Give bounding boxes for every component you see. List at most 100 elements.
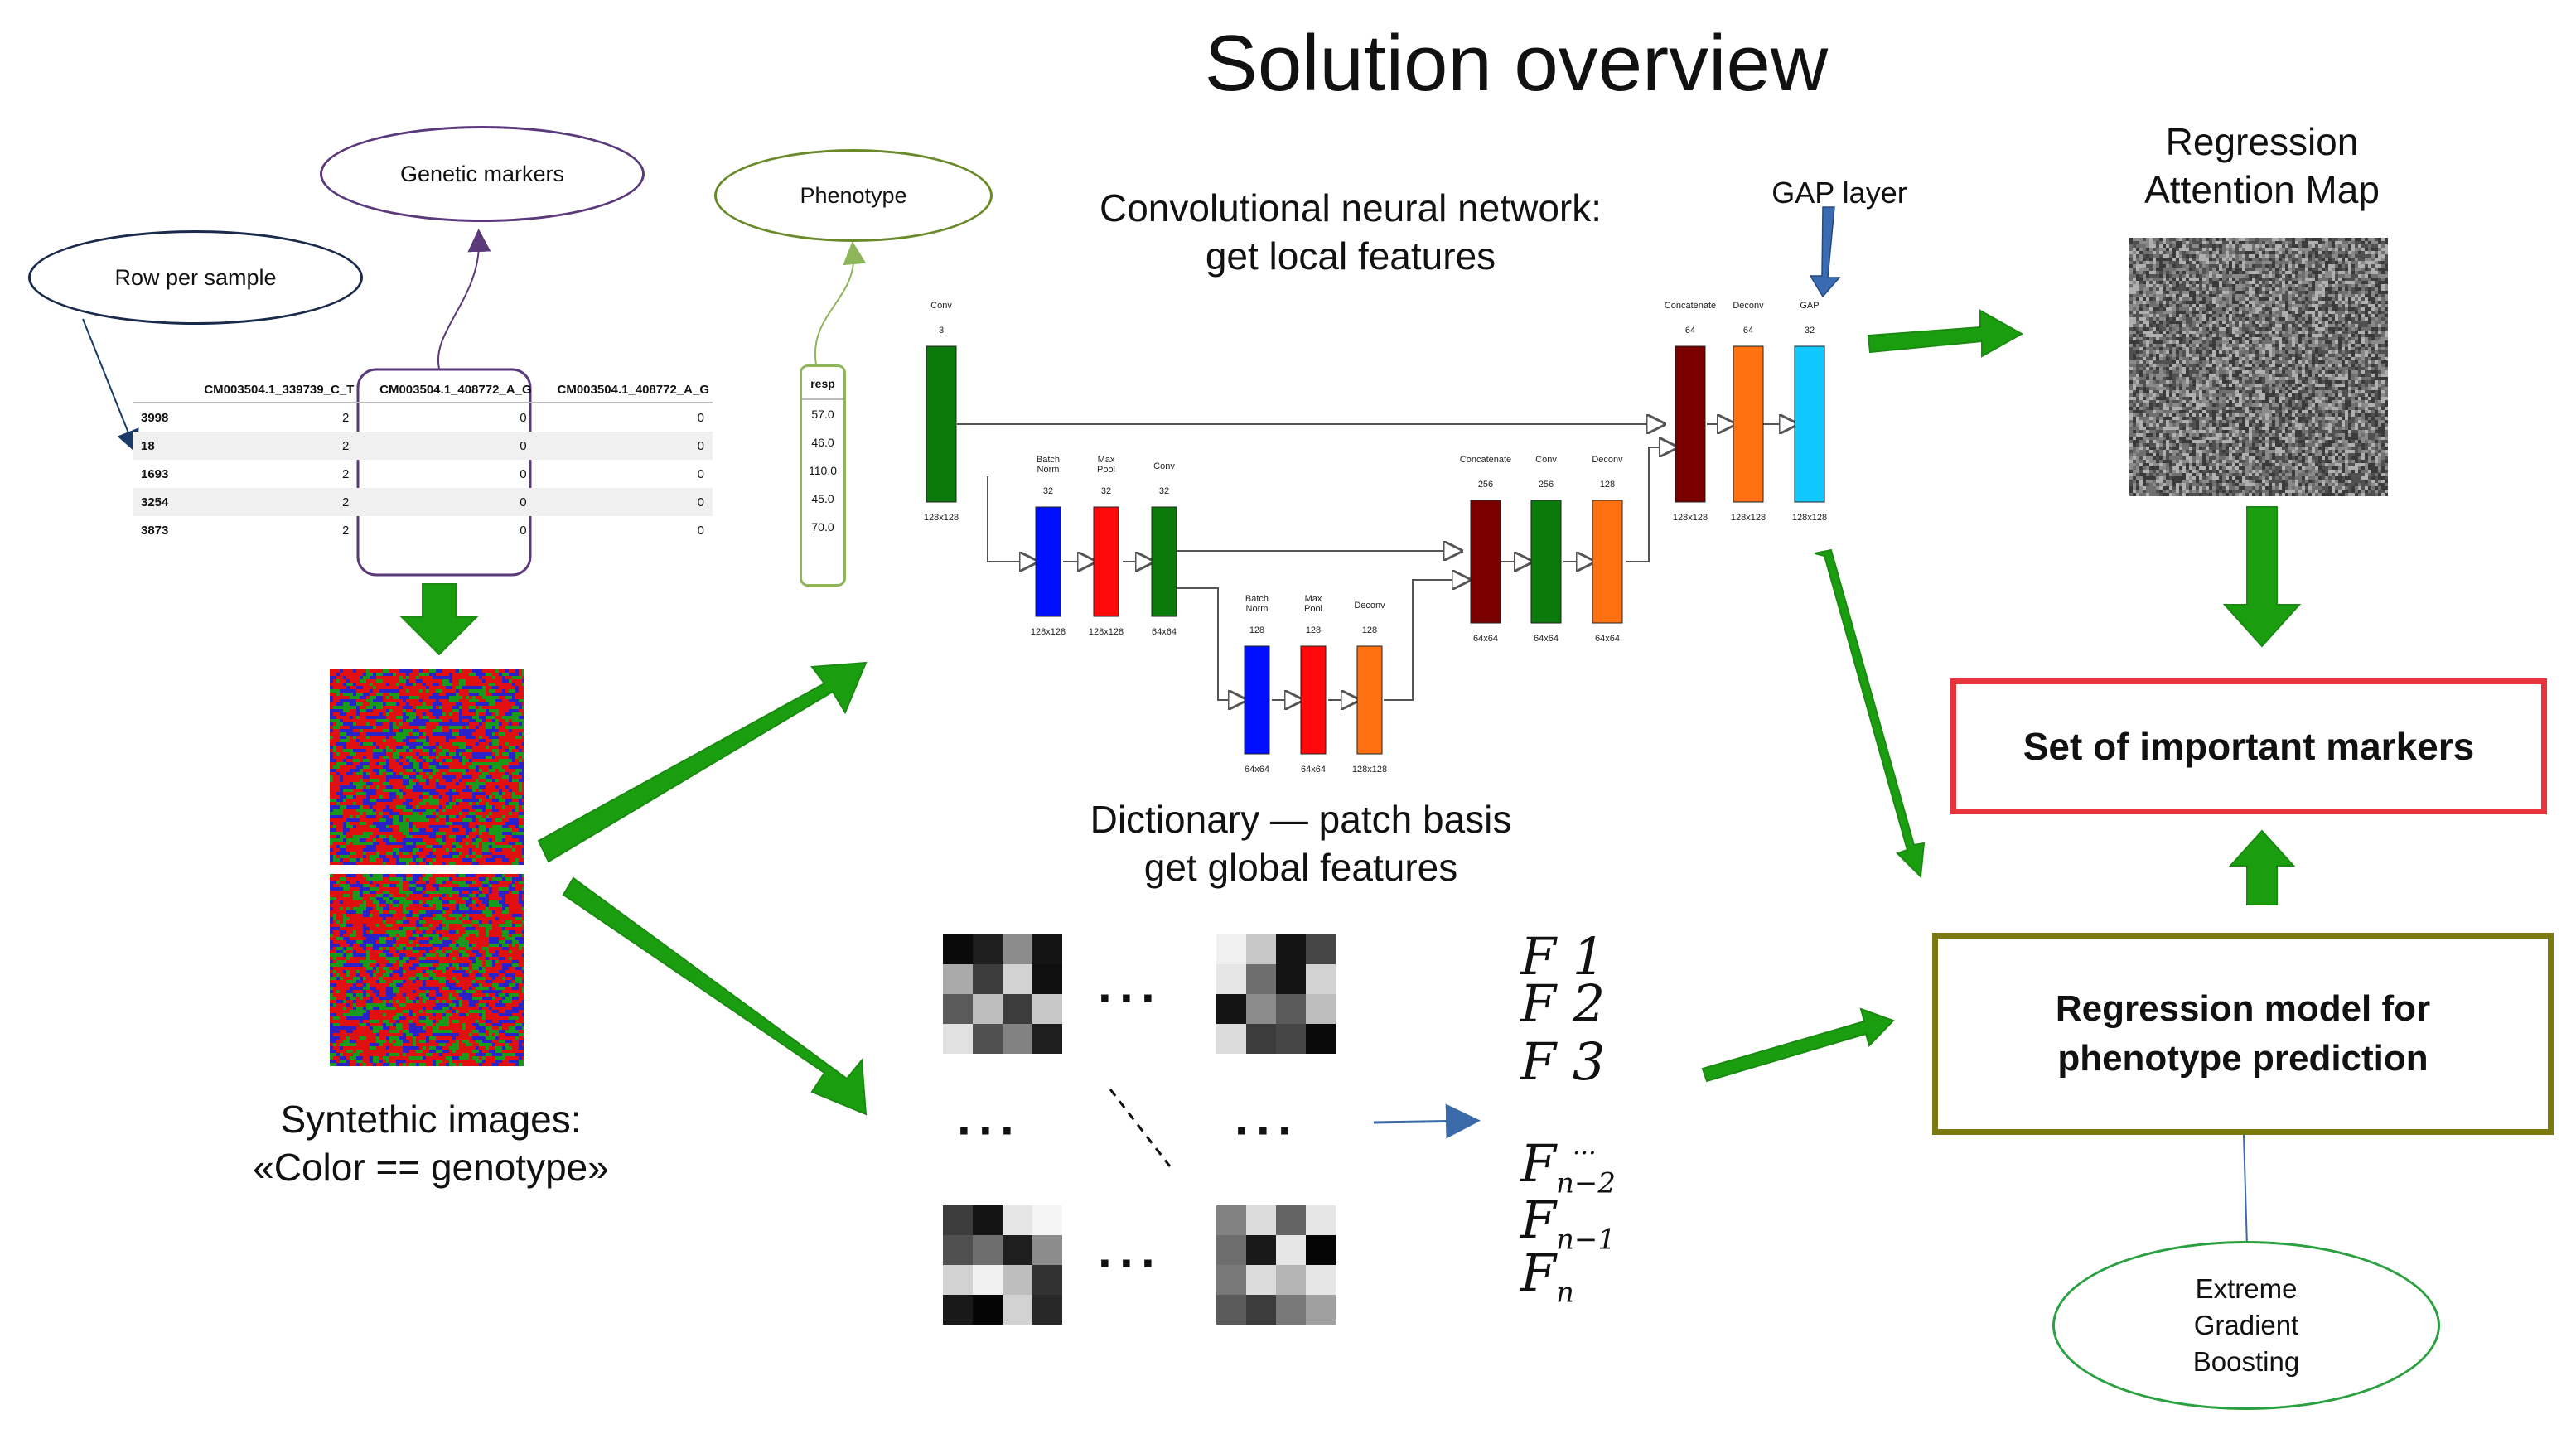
- dictionary-ellipsis-bottom: ···: [1098, 1235, 1162, 1291]
- patch-cell: [1003, 1024, 1032, 1054]
- synthetic-image-2: [330, 874, 524, 1066]
- network-block: [1733, 345, 1764, 503]
- patch-cell: [943, 1205, 973, 1235]
- patch-cell: [1246, 1265, 1276, 1295]
- block-channels: 128: [1362, 625, 1377, 635]
- patch-cell: [1306, 1295, 1336, 1325]
- resp-value: 45.0: [811, 492, 834, 505]
- patch-cell: [1032, 1295, 1062, 1325]
- block-name: GAP: [1800, 301, 1819, 311]
- row-per-sample-connector: [82, 318, 139, 454]
- resp-value: 70.0: [811, 520, 834, 533]
- block-channels: 128: [1306, 625, 1321, 635]
- dictionary-heading: Dictionary — patch basis get global feat…: [1090, 798, 1512, 889]
- block-channels: 32: [1043, 486, 1053, 496]
- phenotype-ellipse: Phenotype: [714, 149, 993, 242]
- table-header: CM003504.1_408772_A_G: [357, 378, 535, 403]
- patch-cell: [1003, 964, 1032, 994]
- attention-map-image: [2129, 238, 2388, 496]
- block-channels: 256: [1539, 480, 1554, 490]
- block-channels: 32: [1101, 486, 1111, 496]
- block-name: Norm: [1037, 465, 1060, 475]
- genetic-markers-connector: [437, 229, 491, 369]
- network-block: [1530, 500, 1562, 624]
- network-block: [1151, 506, 1177, 617]
- feature-f2: F 2: [1520, 973, 1606, 1034]
- patch-cell: [1276, 1295, 1306, 1325]
- arrow-features-to-regression: [1701, 1007, 1895, 1083]
- flow-1: [987, 476, 1034, 562]
- feature-f1: F 1: [1520, 926, 1606, 987]
- block-size: 64x64: [1245, 765, 1269, 775]
- resp-value: 57.0: [811, 408, 834, 421]
- arrow-images-to-cnn: [537, 661, 868, 863]
- synthetic-images-heading: Syntethic images: «Color == genotype»: [253, 1098, 609, 1189]
- arrow-cnn-to-attention: [1867, 309, 2024, 358]
- important-markers-box: Set of important markers: [1950, 678, 2547, 814]
- patch-cell: [1306, 1265, 1336, 1295]
- patch-cell: [943, 1235, 973, 1265]
- resp-header: resp: [802, 367, 843, 400]
- block-name: Concatenate: [1665, 301, 1716, 311]
- patch-cell: [1216, 994, 1246, 1024]
- patch-cell: [973, 934, 1003, 964]
- feature-fn-2: Fn−2: [1520, 1133, 1617, 1200]
- patch-cell: [1276, 1024, 1306, 1054]
- block-size: 64x64: [1595, 634, 1620, 644]
- block-name: Conv: [1153, 461, 1175, 471]
- network-block: [1093, 506, 1119, 617]
- feature-dots-over: ...: [1573, 1132, 1597, 1161]
- block-name: Deconv: [1733, 301, 1764, 311]
- patch-cell: [1003, 994, 1032, 1024]
- arrow-regression-to-markers: [2228, 829, 2296, 905]
- table-header: [133, 378, 182, 403]
- feature-fn-1: Fn−1: [1520, 1190, 1617, 1257]
- patch-cell: [1276, 994, 1306, 1024]
- patch-cell: [1216, 934, 1246, 964]
- patch-cell: [1276, 1265, 1306, 1295]
- patch-cell: [1216, 1235, 1246, 1265]
- network-block: [1675, 345, 1706, 503]
- row-per-sample-ellipse: Row per sample: [28, 230, 363, 325]
- network-block: [1244, 645, 1270, 755]
- block-size: 128x128: [1673, 513, 1708, 523]
- xgboost-ellipse: Extreme Gradient Boosting: [2052, 1241, 2440, 1410]
- patch-cell: [1032, 934, 1062, 964]
- arrow-attention-to-markers: [2222, 506, 2302, 648]
- patch-cell: [1216, 1295, 1246, 1325]
- patch-cell: [1032, 964, 1062, 994]
- response-column: resp 57.0 46.0 110.0 45.0 70.0: [800, 364, 846, 587]
- block-channels: 64: [1685, 326, 1695, 336]
- block-name: Max: [1305, 594, 1322, 604]
- patch-cell: [943, 934, 973, 964]
- patch-cell: [1216, 1265, 1246, 1295]
- block-channels: 3: [939, 326, 944, 336]
- patch-cell: [1216, 964, 1246, 994]
- feature-fn: Fn: [1520, 1243, 1574, 1310]
- patch-cell: [1246, 994, 1276, 1024]
- block-size: 64x64: [1152, 627, 1177, 637]
- patch-cell: [1032, 1235, 1062, 1265]
- patch-cell: [1246, 1295, 1276, 1325]
- dictionary-to-features-arrow: [1373, 1103, 1481, 1139]
- dictionary-diagonal: [1109, 1089, 1172, 1167]
- patch-cell: [973, 1265, 1003, 1295]
- patch-cell: [1216, 1205, 1246, 1235]
- patch-cell: [1032, 1024, 1062, 1054]
- patch-cell: [1246, 1205, 1276, 1235]
- arrow-gap-to-regression: [1814, 548, 1926, 879]
- patch-cell: [1276, 964, 1306, 994]
- block-channels: 256: [1478, 480, 1493, 490]
- block-size: 128x128: [1089, 627, 1124, 637]
- patch-cell: [1306, 1205, 1336, 1235]
- patch-cell: [1246, 934, 1276, 964]
- patch-cell: [1276, 934, 1306, 964]
- network-block: [1035, 506, 1061, 617]
- patch-cell: [1276, 1235, 1306, 1265]
- block-channels: 64: [1743, 326, 1753, 336]
- network-block: [926, 345, 957, 503]
- flow-4: [1177, 587, 1243, 700]
